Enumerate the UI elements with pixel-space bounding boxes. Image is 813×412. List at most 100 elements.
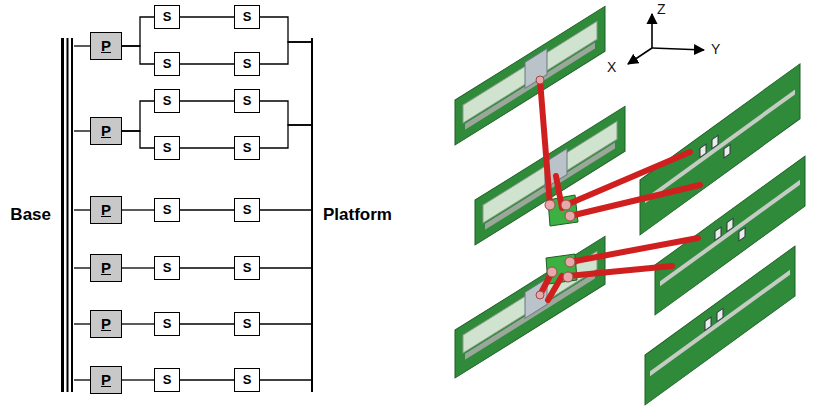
joint-letter: S bbox=[243, 10, 252, 24]
joint-link-line bbox=[180, 267, 234, 268]
joint-link-line bbox=[180, 323, 234, 324]
joint-link-line bbox=[122, 131, 154, 148]
linear-rail bbox=[650, 270, 790, 377]
joint-letter: S bbox=[243, 203, 252, 217]
joint-letter: S bbox=[163, 57, 172, 71]
joint-ball bbox=[545, 200, 555, 210]
leg-rod bbox=[570, 185, 700, 216]
joint-link-line bbox=[180, 63, 234, 64]
spherical-joint-box: S bbox=[154, 312, 180, 336]
panel-slot bbox=[705, 317, 711, 330]
axis-label: X bbox=[607, 60, 616, 75]
joint-letter: S bbox=[243, 57, 252, 71]
joint-letter: S bbox=[163, 317, 172, 331]
base-bar-lines bbox=[61, 38, 74, 392]
leg-rod bbox=[548, 276, 562, 300]
joint-letter: S bbox=[163, 94, 172, 108]
panel-slot bbox=[700, 144, 706, 157]
part-label: Base bbox=[10, 206, 51, 225]
panel-slot bbox=[724, 145, 730, 158]
joint-letter: S bbox=[243, 317, 252, 331]
joint-link-line bbox=[260, 125, 311, 148]
joint-link-line bbox=[260, 209, 311, 210]
joint-link-line bbox=[74, 379, 90, 380]
joint-link-line bbox=[180, 100, 234, 101]
joint-letter: P bbox=[101, 202, 111, 219]
joint-ball bbox=[547, 267, 557, 277]
spherical-joint-box: S bbox=[234, 368, 260, 392]
joint-link-line bbox=[260, 42, 311, 64]
joint-letter: P bbox=[101, 260, 111, 277]
spherical-joint-box: S bbox=[234, 198, 260, 222]
joint-letter: S bbox=[163, 141, 172, 155]
joint-ball bbox=[565, 211, 575, 221]
panel-slot bbox=[712, 135, 718, 148]
axis-triad bbox=[628, 14, 704, 64]
platform-bar bbox=[311, 38, 313, 392]
panel-board bbox=[645, 246, 795, 405]
joint-link-line bbox=[180, 16, 234, 17]
joint-link-line bbox=[260, 379, 311, 380]
panel-slot bbox=[715, 227, 721, 240]
joint-ball bbox=[536, 76, 544, 84]
base-bar-line bbox=[67, 38, 69, 392]
spherical-joint-box: S bbox=[234, 312, 260, 336]
part-label: Platform bbox=[323, 206, 392, 225]
joint-letter: P bbox=[101, 38, 111, 55]
panel-board bbox=[455, 6, 605, 145]
spherical-joint-box: S bbox=[234, 136, 260, 160]
joint-link-line bbox=[74, 323, 90, 324]
prismatic-joint-box: P bbox=[90, 196, 122, 224]
platform-line: Platform bbox=[311, 38, 392, 392]
spherical-joint-box: S bbox=[234, 256, 260, 280]
joint-link-line bbox=[122, 323, 154, 324]
joint-letter: S bbox=[163, 203, 172, 217]
joint-link-line bbox=[122, 267, 154, 268]
prismatic-joint-box: P bbox=[90, 366, 122, 394]
spherical-joint-box: S bbox=[234, 89, 260, 113]
joint-letter: S bbox=[243, 373, 252, 387]
joint-letter: S bbox=[243, 141, 252, 155]
prismatic-joint-box: P bbox=[90, 32, 122, 60]
joint-link-line bbox=[122, 379, 154, 380]
spherical-joint-box: S bbox=[154, 136, 180, 160]
z-axis bbox=[651, 14, 653, 48]
joint-ball bbox=[565, 257, 575, 267]
panel-slot bbox=[727, 218, 733, 231]
joint-link-line bbox=[180, 147, 234, 148]
joint-letter: P bbox=[101, 316, 111, 333]
base-bar bbox=[61, 38, 74, 392]
joint-link-line bbox=[122, 46, 154, 64]
base-bar-line bbox=[71, 38, 73, 392]
joint-link-line bbox=[122, 17, 154, 46]
joint-link-line bbox=[260, 267, 311, 268]
prismatic-joint-box: P bbox=[90, 254, 122, 282]
x-axis bbox=[628, 48, 652, 64]
joint-letter: S bbox=[163, 261, 172, 275]
spherical-joint-box: S bbox=[154, 368, 180, 392]
joint-link-line bbox=[180, 209, 234, 210]
joint-letter: S bbox=[243, 94, 252, 108]
joint-link-line bbox=[122, 209, 154, 210]
base-rail: Base bbox=[10, 38, 74, 392]
spherical-joints bbox=[536, 76, 575, 299]
leg-rod bbox=[540, 80, 550, 205]
base-bar-line bbox=[61, 38, 64, 392]
joint-letter: S bbox=[243, 261, 252, 275]
leg-rod bbox=[568, 266, 672, 276]
leg-rods bbox=[540, 80, 700, 300]
joint-link-line bbox=[260, 17, 311, 42]
spherical-joint-box: S bbox=[154, 5, 180, 29]
axis-label: Z bbox=[657, 2, 666, 17]
joint-letter: P bbox=[101, 123, 111, 140]
spherical-joint-box: S bbox=[154, 89, 180, 113]
joint-link-line bbox=[74, 45, 90, 46]
rail-base bbox=[465, 43, 595, 130]
joint-link-line bbox=[122, 101, 154, 131]
joint-ball bbox=[536, 291, 544, 299]
joint-link-line bbox=[74, 130, 90, 131]
joint-link-line bbox=[260, 323, 311, 324]
joint-letter: P bbox=[101, 372, 111, 389]
